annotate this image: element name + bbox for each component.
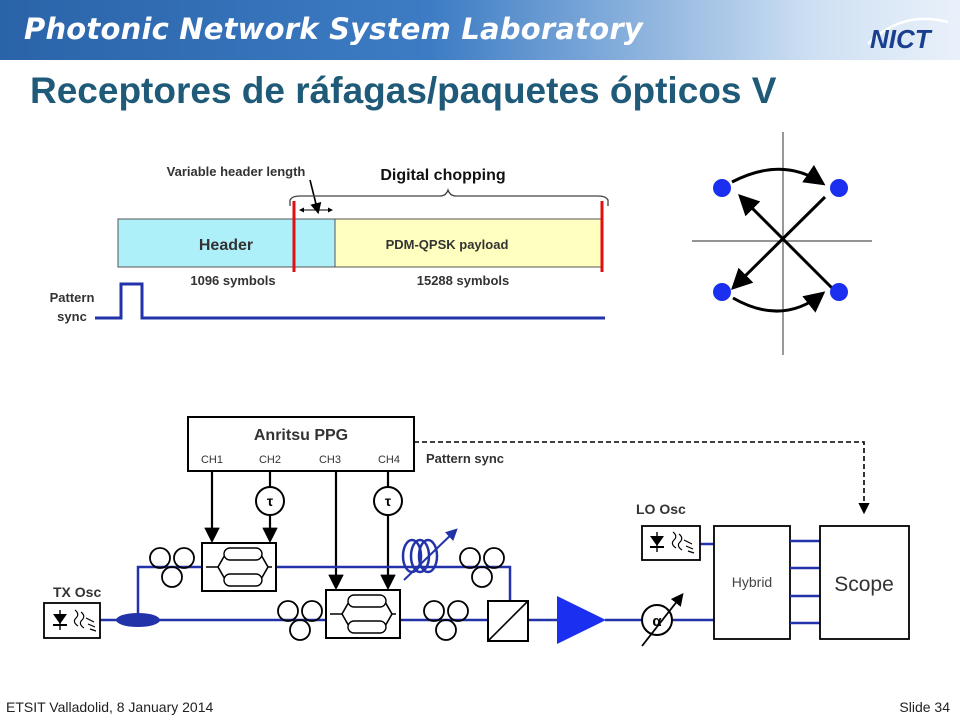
- tx-laser-icon: [43, 602, 101, 639]
- title-banner: [0, 0, 960, 60]
- attenuator-label: α: [652, 613, 662, 630]
- delay-2-label: τ: [385, 493, 392, 509]
- variable-delay-coil-icon: [401, 528, 458, 581]
- delay-1-label: τ: [267, 493, 274, 509]
- header-symbols-label: 1096 symbols: [190, 273, 275, 288]
- footer-venue-date: ETSIT Valladolid, 8 January 2014: [6, 699, 214, 715]
- ppg-label: Anritsu PPG: [254, 427, 348, 444]
- attenuator-icon: [641, 604, 673, 636]
- logo-text: NICT: [870, 24, 933, 54]
- constellation-point-br: [830, 283, 848, 301]
- payload-label: PDM-QPSK payload: [386, 237, 509, 252]
- ch3-label: CH3: [319, 454, 341, 466]
- polarization-controller-2-icon: [459, 547, 505, 588]
- delay-2-icon: [373, 486, 403, 516]
- header-label: Header: [199, 237, 253, 254]
- polarization-controller-4-icon: [423, 600, 469, 641]
- pattern-sync-label: Pattern sync: [50, 290, 95, 324]
- coupler-icon: [116, 613, 160, 627]
- tx-osc-label: TX Osc: [53, 584, 101, 600]
- frame-diagram: Variable header length Digital chopping …: [50, 164, 609, 324]
- lo-laser-icon: [641, 525, 701, 561]
- variable-header-label: Variable header length: [167, 164, 306, 179]
- ch2-label: CH2: [259, 454, 281, 466]
- pattern-sync-dashed-link: [414, 441, 870, 515]
- digital-chopping-label: Digital chopping: [380, 167, 505, 184]
- qpsk-constellation: [692, 132, 872, 355]
- experimental-setup: Anritsu PPG CH1 CH2 CH3 CH4 Pattern sync…: [43, 416, 910, 647]
- delay-1-icon: [255, 486, 285, 516]
- polarization-controller-1-icon: [149, 547, 195, 588]
- ch1-label: CH1: [201, 454, 223, 466]
- constellation-point-bl: [713, 283, 731, 301]
- ch4-label: CH4: [378, 454, 400, 466]
- anritsu-ppg-box: [187, 416, 415, 472]
- hybrid-box: [713, 525, 791, 640]
- payload-symbols-label: 15288 symbols: [417, 273, 510, 288]
- diagonal-arrow-2: [731, 195, 827, 290]
- pattern-sync-label-line: Pattern: [50, 290, 95, 305]
- hybrid-label: Hybrid: [732, 574, 772, 590]
- chopping-brace: [289, 187, 609, 206]
- constellation-point-tr: [830, 179, 848, 197]
- iq-modulator-2-icon: [325, 589, 401, 639]
- lo-osc-label: LO Osc: [636, 501, 686, 517]
- constellation-point-tl: [713, 179, 731, 197]
- attenuator-arrow: [641, 593, 684, 647]
- top-arc-arrow: [731, 164, 826, 186]
- diagonal-arrow-1: [738, 194, 835, 291]
- page-title: Receptores de ráfagas/paquetes ópticos V: [30, 70, 777, 111]
- payload-block: [334, 218, 604, 268]
- pattern-sync-label-line: sync: [57, 309, 87, 324]
- optical-amplifier-icon: [557, 596, 606, 644]
- bottom-arc-arrow: [732, 291, 826, 313]
- polarization-controller-3-icon: [277, 600, 323, 641]
- scope-label: Scope: [834, 573, 894, 596]
- lab-name: Photonic Network System Laboratory: [24, 12, 643, 46]
- polarization-beam-combiner-icon: [487, 600, 529, 642]
- iq-modulator-1-icon: [201, 542, 277, 592]
- scope-box: [819, 525, 910, 640]
- slide-number: Slide 34: [899, 699, 950, 715]
- upper-optical-path: [136, 565, 512, 620]
- setup-pattern-sync-label: Pattern sync: [426, 451, 504, 466]
- header-block: [117, 218, 336, 268]
- pattern-sync-pulse: [95, 282, 605, 320]
- nict-logo-icon: NICT: [867, 17, 949, 54]
